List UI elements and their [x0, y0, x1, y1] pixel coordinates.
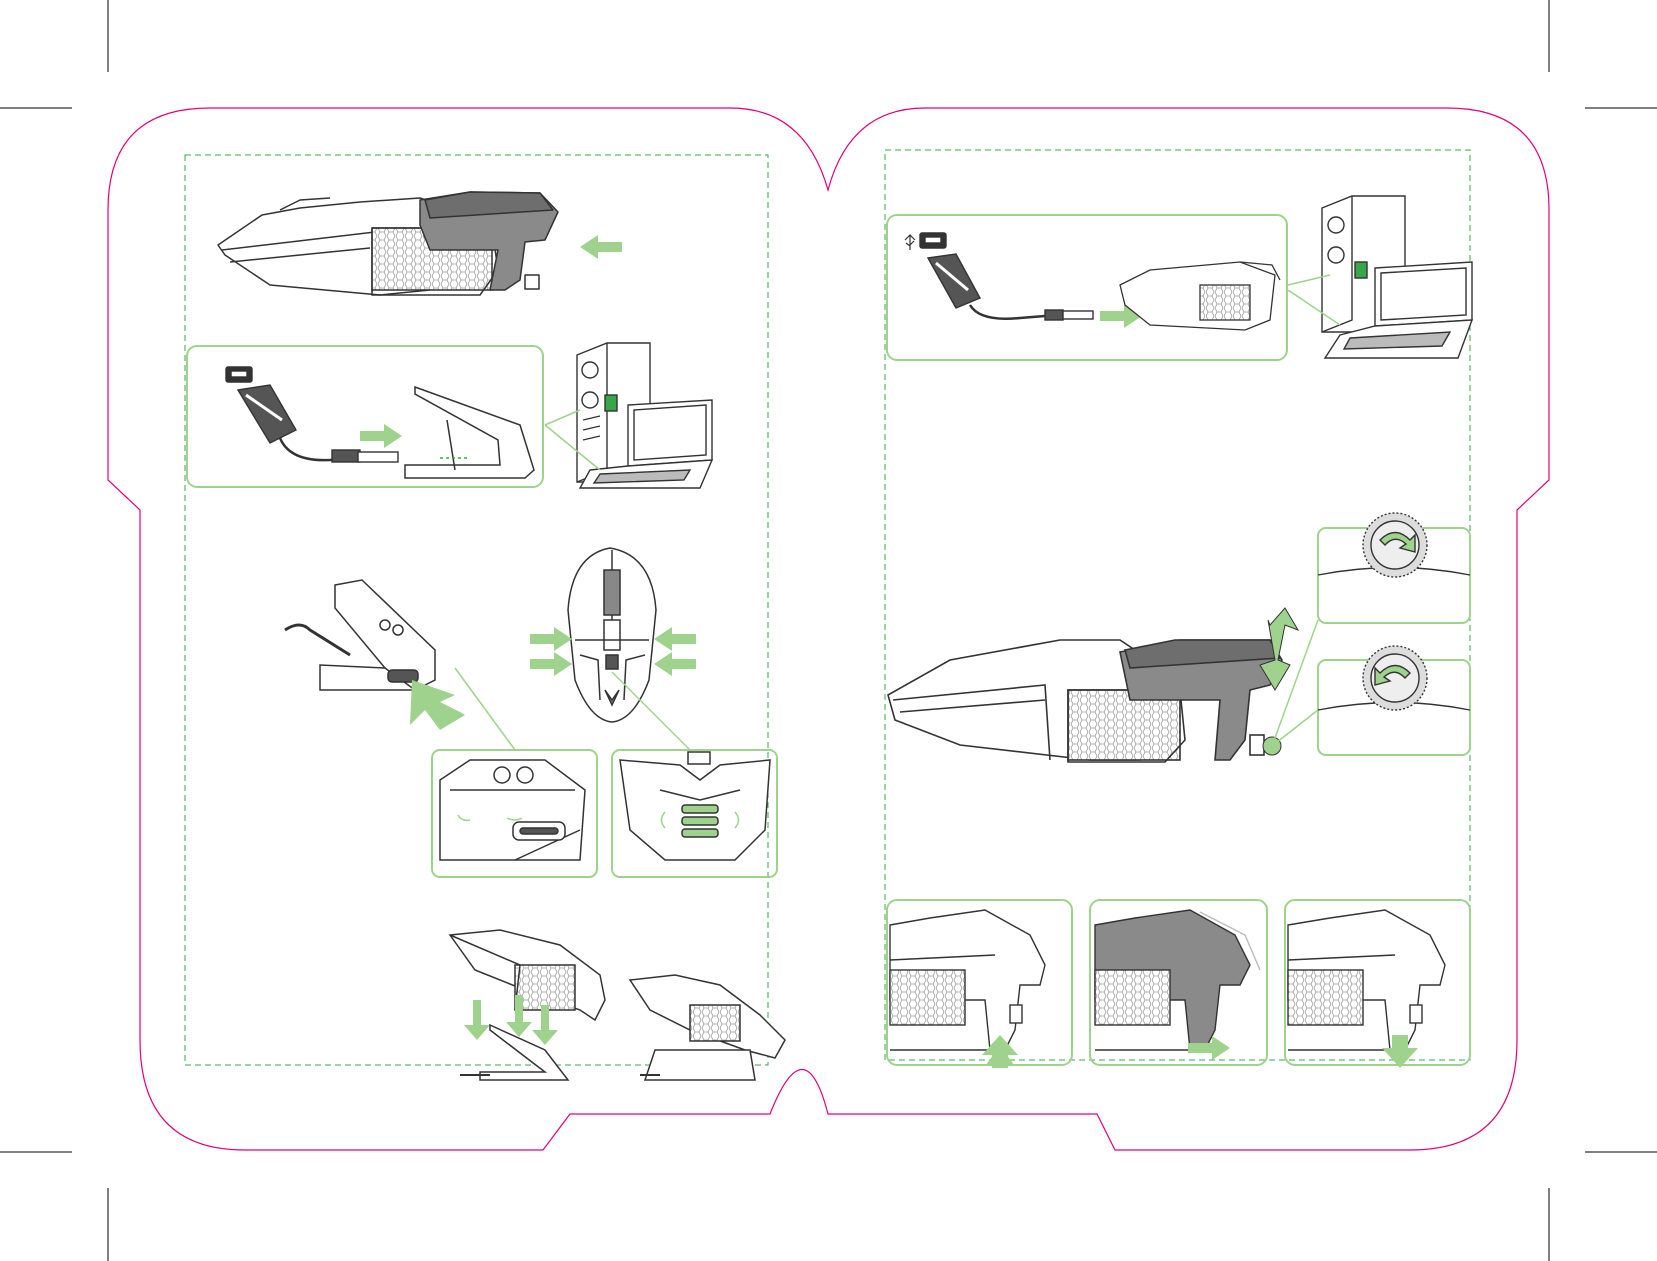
release-down-arrow — [1382, 1035, 1418, 1068]
insert-arrow — [410, 680, 465, 730]
snap-arrow-right-bottom — [654, 652, 696, 676]
adjustment-wheel-icon — [1318, 513, 1470, 577]
palm-rest-attach-illustration — [218, 192, 558, 295]
usb-cable-to-mouse-icon — [928, 254, 1093, 320]
dock-perspective — [285, 580, 435, 690]
mouse-side-large — [888, 640, 1282, 762]
usb-symbol-icon — [905, 235, 915, 250]
charging-dock-side — [405, 387, 534, 478]
receiver-insert-icon — [440, 760, 585, 860]
snap-arrow-left-top — [530, 627, 572, 651]
mouse-closeup-icon — [620, 752, 770, 860]
connect-arrow — [360, 424, 402, 448]
usb-cable-to-dock-icon — [238, 385, 398, 462]
palm-rest-slide-icon — [890, 910, 1045, 1050]
usb-plug-right-icon — [920, 233, 946, 248]
mouse-docked-icon — [630, 975, 785, 1080]
adjustment-wheel-bottom-icon — [1318, 646, 1470, 710]
snap-arrow-right-top — [654, 627, 696, 651]
mouse-top-view — [568, 548, 656, 722]
slide-left-arrow — [580, 235, 622, 259]
palm-rest-slide-final-icon — [1288, 910, 1445, 1050]
usb-plug-icon — [226, 367, 252, 382]
mouse-side-small — [1120, 262, 1280, 330]
snap-arrow-left-bottom — [530, 652, 572, 676]
callout-lines — [455, 668, 690, 750]
palm-rest-slide-middle-icon — [1095, 910, 1260, 1050]
